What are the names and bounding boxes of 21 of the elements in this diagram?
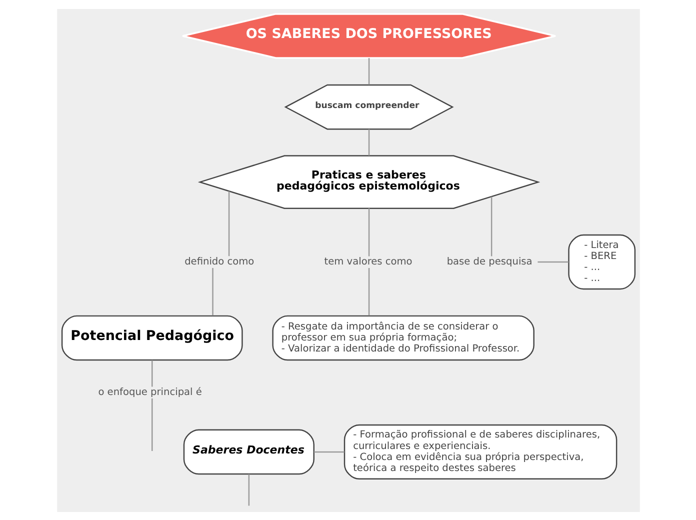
connector — [151, 360, 152, 386]
node-text: definido como — [184, 256, 254, 267]
connector — [368, 267, 370, 316]
connector — [368, 128, 370, 156]
node-box: - Resgate da importância de se considerar o professor em sua própria formação; - Valorizar a identidade do Profissional Professor. — [272, 314, 534, 360]
node-box: Potencial Pedagógico — [60, 314, 242, 360]
connector — [151, 398, 152, 450]
connector — [228, 190, 230, 256]
connector — [368, 58, 370, 84]
node-text: base de pesquisa — [446, 256, 532, 267]
connector — [490, 196, 492, 256]
node-box: Saberes Docentes — [182, 428, 314, 474]
connector — [537, 260, 568, 262]
node-box: - Litera - BERE - ... - ... — [568, 234, 636, 290]
connector — [248, 474, 250, 506]
connector — [314, 450, 344, 452]
connector — [368, 208, 370, 256]
node-box: - Formação profissional e de saberes disciplinares, curriculares e experienciais. - Coloca em evidência sua própria perspectiva, teórica a respeito destes saberes — [343, 424, 617, 480]
connector — [212, 267, 213, 316]
node-text: tem valores como — [324, 256, 412, 267]
node-text: o enfoque principal é — [98, 386, 202, 398]
